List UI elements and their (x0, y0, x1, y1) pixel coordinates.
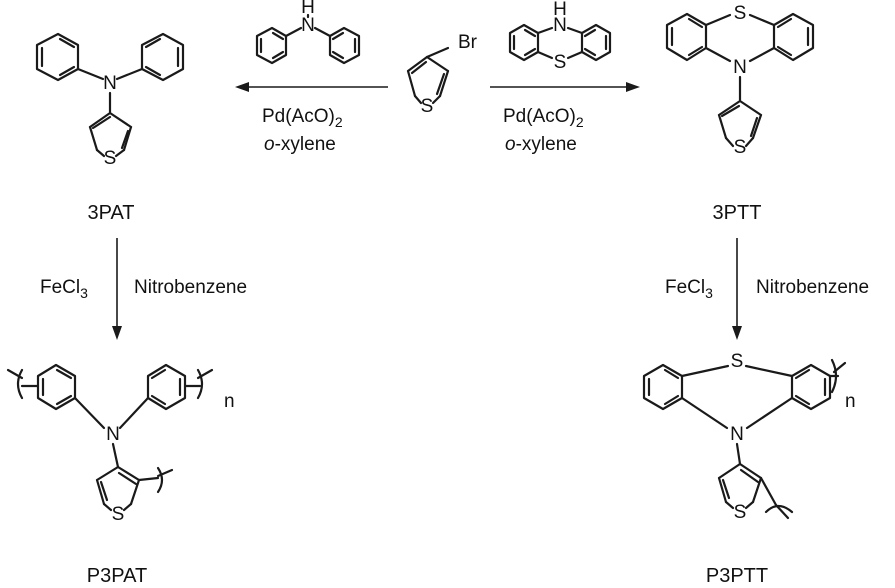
phenyl-ring-right (140, 32, 185, 82)
svg-text:o-xylene: o-xylene (264, 134, 336, 155)
solvent-prefix-right: o (505, 134, 516, 155)
structure-3ptt: S N S (665, 3, 815, 158)
oxidant-subscript-right: 3 (705, 285, 713, 301)
phenyl-ring-left (35, 32, 80, 82)
sulfur-atom-phenothiazine: S (554, 52, 567, 73)
arrow-right-polymerization (732, 238, 742, 340)
svg-text:FeCl3: FeCl3 (665, 277, 713, 301)
repeat-index-p3ptt: n (845, 391, 856, 412)
catalyst-subscript-right: 2 (576, 114, 584, 130)
catalyst-label-left: Pd(AcO) (262, 106, 335, 127)
bromine-atom: Br (458, 32, 478, 53)
compound-label-3ptt: 3PTT (713, 202, 762, 224)
sulfur-atom-p3ptt-ring: S (731, 351, 744, 372)
compound-label-3pat: 3PAT (87, 202, 134, 224)
oxidant-label-right: FeCl (665, 277, 705, 298)
nitrogen-atom-phenothiazine: N (553, 15, 567, 36)
catalyst-label-right: Pd(AcO) (503, 106, 576, 127)
polymerization-solvent-right: Nitrobenzene (756, 277, 869, 298)
oxidant-label-left: FeCl (40, 277, 80, 298)
svg-text:Pd(AcO)2: Pd(AcO)2 (262, 106, 343, 130)
polymerization-solvent-left: Nitrobenzene (134, 277, 247, 298)
nitrogen-atom-p3ptt: N (730, 424, 744, 445)
thiophene-ring-3pat (88, 111, 133, 158)
compound-label-p3ptt: P3PTT (706, 565, 768, 587)
oxidant-subscript-left: 3 (80, 285, 88, 301)
structure-3pat: N S (35, 32, 185, 169)
nitrogen-atom-3pat: N (103, 73, 117, 94)
solvent-prefix-left: o (264, 134, 275, 155)
structure-diphenylamine: N H (255, 0, 361, 65)
solvent-label-left: -xylene (275, 134, 336, 155)
hydrogen-atom-diphenylamine: H (301, 0, 315, 18)
sulfur-atom-3pat: S (104, 148, 117, 169)
hydrogen-atom-phenothiazine: H (553, 0, 567, 20)
structure-p3ptt: S N S (642, 351, 847, 523)
arrow-right-coupling (490, 82, 640, 92)
sulfur-atom-p3pat: S (112, 504, 125, 525)
sulfur-atom-p3ptt-thiophene: S (734, 502, 747, 523)
svg-text:Pd(AcO)2: Pd(AcO)2 (503, 106, 584, 130)
nitrogen-atom-diphenylamine: N (301, 15, 315, 36)
compound-label-p3pat: P3PAT (87, 565, 147, 587)
sulfur-atom-bromothiophene: S (421, 96, 434, 117)
repeat-index-p3pat: n (224, 391, 235, 412)
arrow-left-coupling (235, 82, 388, 92)
conditions-right-coupling: Pd(AcO)2 o-xylene (503, 106, 584, 155)
nitrogen-atom-p3pat: N (106, 424, 120, 445)
conditions-left-coupling: Pd(AcO)2 o-xylene (262, 106, 343, 155)
structure-phenothiazine: N H S (508, 0, 612, 73)
structure-p3pat: N S (6, 363, 214, 525)
catalyst-subscript-left: 2 (335, 114, 343, 130)
sulfur-atom-3ptt-ring: S (734, 3, 747, 24)
structure-3-bromothiophene: Br S (406, 32, 478, 117)
solvent-label-right: -xylene (516, 134, 577, 155)
sulfur-atom-3ptt-thiophene: S (734, 137, 747, 158)
arrow-left-polymerization (112, 238, 122, 340)
svg-text:o-xylene: o-xylene (505, 134, 577, 155)
nitrogen-atom-3ptt: N (733, 57, 747, 78)
svg-text:FeCl3: FeCl3 (40, 277, 88, 301)
